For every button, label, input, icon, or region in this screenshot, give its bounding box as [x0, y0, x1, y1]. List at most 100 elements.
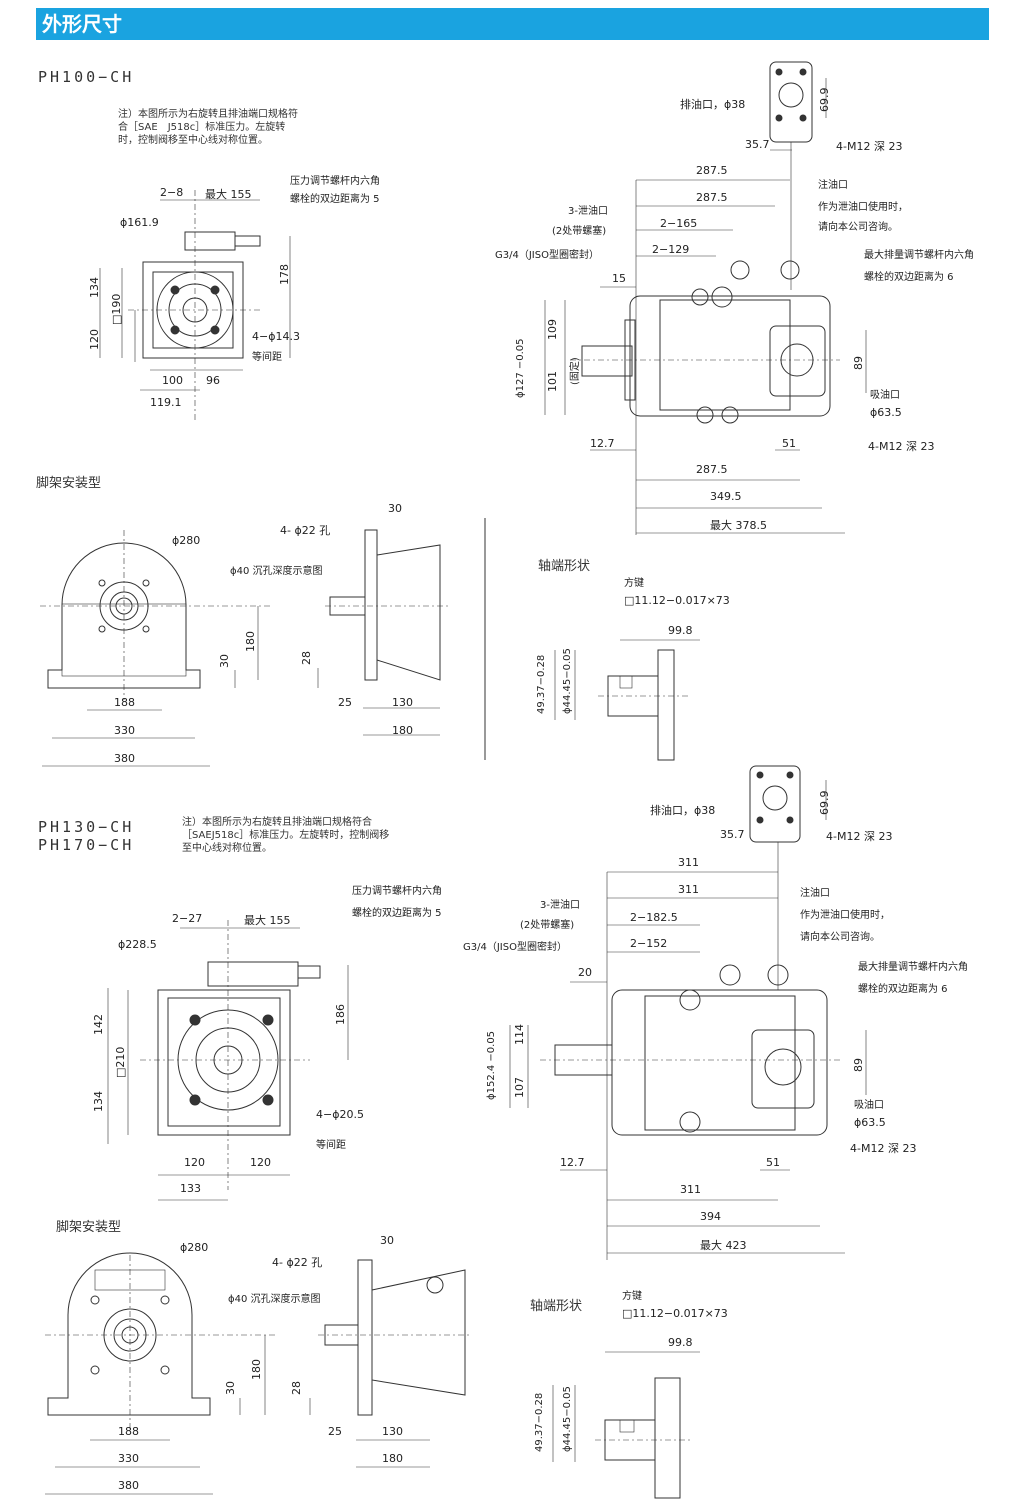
shaft-heading: 轴端形状: [538, 559, 591, 574]
callout: 排油口，ϕ38: [650, 804, 716, 817]
dim: 180: [244, 631, 257, 652]
callout: 4-M12 深 23: [826, 830, 893, 843]
dim: 12.7: [560, 1156, 585, 1169]
dim: 180: [250, 1359, 263, 1380]
dim: 134: [88, 277, 101, 298]
dim: 394: [700, 1210, 721, 1223]
callout: 压力调节螺杆内六角: [352, 886, 442, 897]
ph130-shaft: [552, 1351, 700, 1499]
dim: 120: [250, 1156, 271, 1169]
model-ph100: PH100−CH: [38, 68, 135, 86]
callout: G3/4（JISO型圈密封）: [495, 250, 599, 261]
dim: 380: [118, 1479, 139, 1492]
dim: ϕ44.45−0.05: [562, 1386, 573, 1452]
dim: 25: [328, 1425, 342, 1438]
dim: 134: [92, 1091, 105, 1112]
dim: 等间距: [316, 1140, 346, 1151]
dim: □190: [110, 293, 123, 325]
callout: 吸油口: [870, 390, 900, 401]
dim: 100: [162, 374, 183, 387]
callout: 4-M12 深 23: [850, 1142, 917, 1155]
callout: 4- ϕ22 孔: [280, 524, 331, 537]
callout: 压力调节螺杆内六角: [290, 176, 380, 187]
callout: ϕ40 沉孔深度示意图: [230, 566, 323, 577]
callout: 螺栓的双边距离为 5: [290, 194, 380, 205]
callout: 螺栓的双边距离为 6: [858, 984, 948, 995]
callout: G3/4（JISO型圈密封）: [463, 942, 567, 953]
dim: 99.8: [668, 1336, 693, 1349]
dim: 2−152: [630, 937, 668, 950]
dim: 28: [290, 1381, 303, 1395]
callout: (2处带螺塞): [520, 920, 575, 931]
dim: 30: [224, 1381, 237, 1395]
dim: 120: [184, 1156, 205, 1169]
dim: 180: [382, 1452, 403, 1465]
dim: 130: [382, 1425, 403, 1438]
callout: 作为泄油口使用时，: [818, 202, 908, 213]
ph130-foot-mount: [45, 1252, 470, 1495]
dim: ϕ228.5: [118, 938, 157, 951]
dim: 287.5: [696, 164, 728, 177]
dim: 15: [612, 272, 626, 285]
dim: 69.9: [818, 790, 831, 816]
dim: 330: [114, 724, 135, 737]
dim: 89: [852, 1058, 865, 1072]
dim: ϕ161.9: [120, 216, 159, 229]
dim: 4−ϕ20.5: [316, 1108, 364, 1121]
callout: 螺栓的双边距离为 6: [864, 272, 954, 283]
callout: 4-M12 深 23: [868, 440, 935, 453]
dim: 30: [388, 502, 402, 515]
foot-mount-heading: 脚架安装型: [36, 476, 102, 491]
callout: □11.12−0.017×73: [622, 1307, 728, 1320]
dim: 28: [300, 651, 313, 665]
dim: 133: [180, 1182, 201, 1195]
ph100-front-view: [99, 190, 291, 420]
page-title: 外形尺寸: [36, 8, 989, 40]
callout: 最大排量调节螺杆内六角: [864, 250, 974, 261]
dim: 2−182.5: [630, 911, 678, 924]
dim: 311: [678, 883, 699, 896]
callout: 请向本公司咨询。: [800, 932, 880, 943]
dim: 35.7: [745, 138, 770, 151]
dim: 188: [118, 1425, 139, 1438]
dim: 30: [218, 654, 231, 668]
callout: 最大排量调节螺杆内六角: [858, 962, 968, 973]
dim: 最大 423: [700, 1239, 747, 1252]
callout: 3-泄油口: [568, 206, 608, 217]
dim: 49.37−0.28: [534, 1392, 545, 1452]
callout: 螺栓的双边距离为 5: [352, 908, 442, 919]
callout: 吸油口: [854, 1100, 884, 1111]
dim: 311: [680, 1183, 701, 1196]
callout: 排油口，ϕ38: [680, 98, 746, 111]
callout: 作为泄油口使用时，: [800, 910, 890, 921]
dim: 96: [206, 374, 220, 387]
dim: 35.7: [720, 828, 745, 841]
dim: 51: [782, 437, 796, 450]
callout: 4- ϕ22 孔: [272, 1256, 323, 1269]
note-ph100: 注）本图所示为右旋转且排油端口规格符合［SAE J518c］标准压力。左旋转时，…: [118, 109, 298, 146]
callout: 4-M12 深 23: [836, 140, 903, 153]
model-ph130: PH130−CH: [38, 818, 135, 836]
dim: 69.9: [818, 87, 831, 113]
dim: 2−27: [172, 912, 203, 925]
ph130-front-view: [107, 920, 349, 1201]
callout: ϕ63.5: [854, 1116, 886, 1129]
dim: □210: [114, 1046, 127, 1078]
dim: ϕ127 −0.05: [515, 338, 526, 398]
ph100-shaft: [554, 639, 700, 761]
dim: 142: [92, 1014, 105, 1035]
dim: 51: [766, 1156, 780, 1169]
note-ph130: 注）本图所示为右旋转且排油端口规格符合［SAEJ518c］标准压力。左旋转时，控…: [182, 817, 390, 854]
dim: 30: [380, 1234, 394, 1247]
callout: ϕ63.5: [870, 406, 902, 419]
shaft-heading: 轴端形状: [530, 1299, 583, 1314]
dim: 89: [852, 356, 865, 370]
dim: ϕ44.45−0.05: [562, 648, 573, 714]
dim: 180: [392, 724, 413, 737]
dim: 130: [392, 696, 413, 709]
dim: 2−8: [160, 186, 184, 199]
callout: (2处带螺塞): [552, 226, 607, 237]
dim: 178: [278, 264, 291, 285]
dim: 等间距: [252, 352, 282, 363]
dim: 4−ϕ14.3: [252, 330, 300, 343]
